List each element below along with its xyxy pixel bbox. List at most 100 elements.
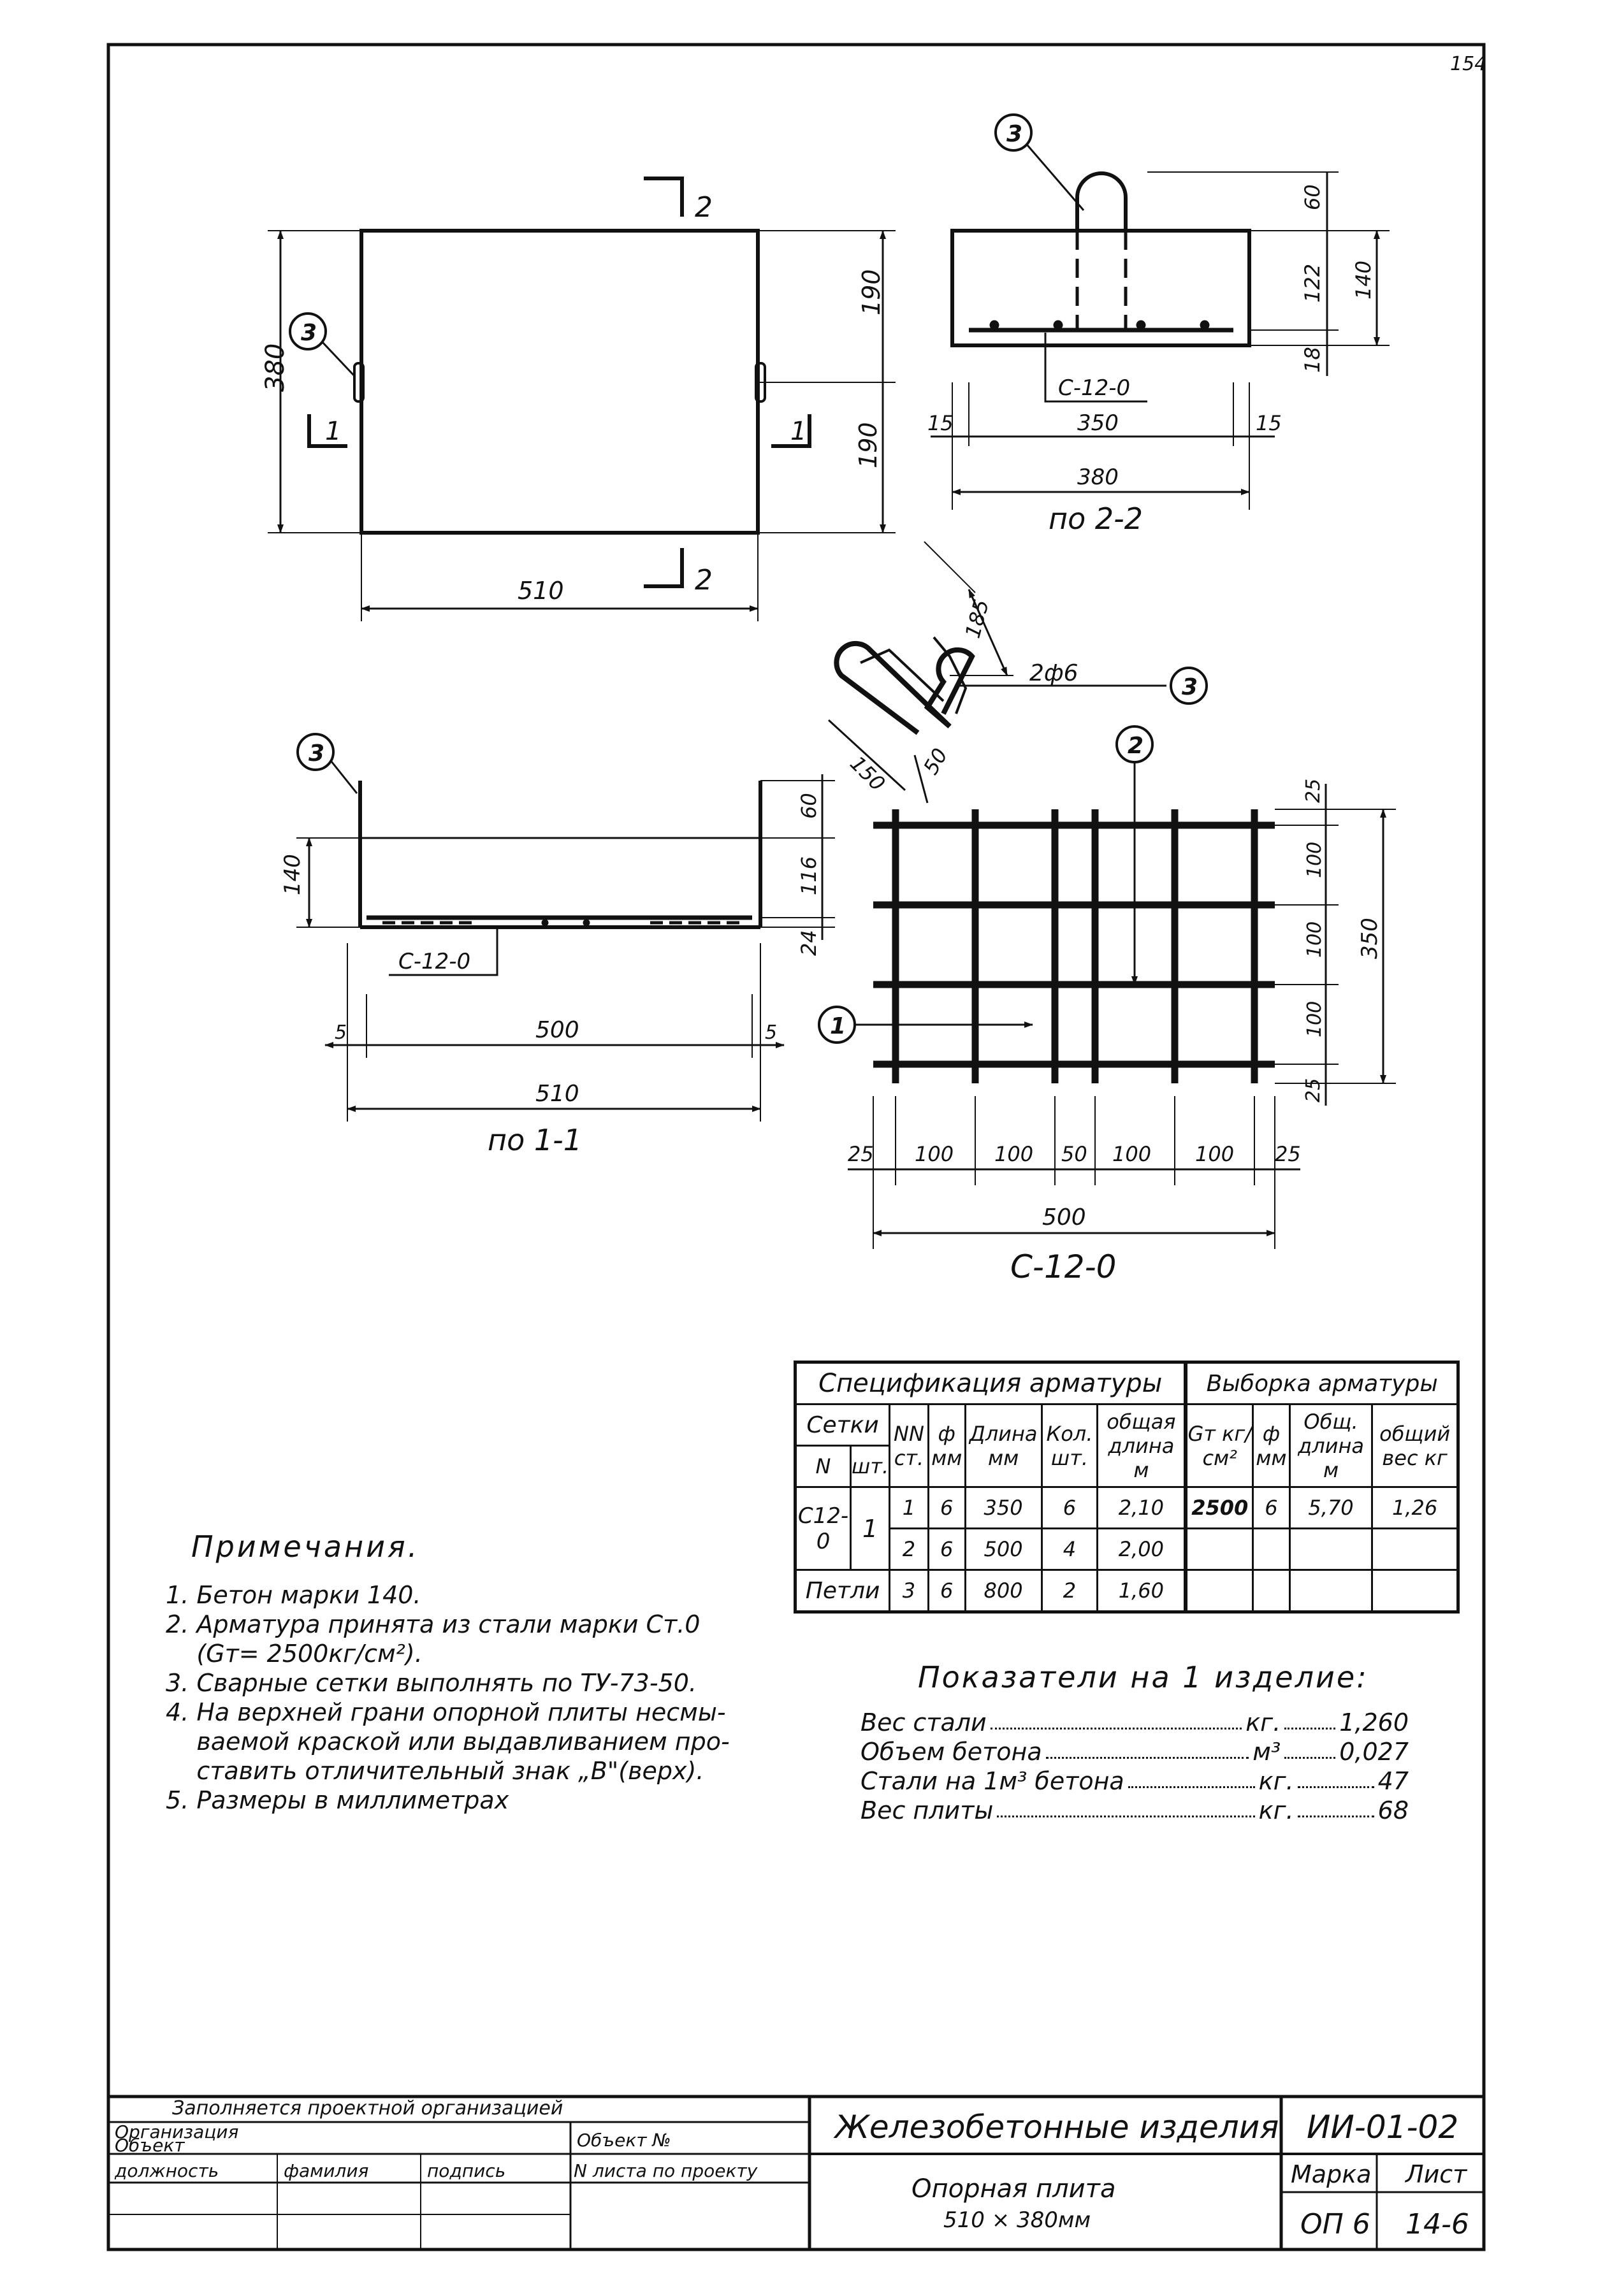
row2-len: 500 — [964, 1527, 1043, 1571]
empty-cell — [1184, 1527, 1254, 1571]
tb-series-title: Железобетонные изделия — [833, 2109, 1279, 2146]
s11-dim-140: 140 — [280, 854, 305, 895]
plan-dim-bottom-half: 190 — [854, 422, 882, 468]
h-nn: NN ст. — [889, 1403, 929, 1488]
note-2b: (Gт= 2500кг/см²). — [166, 1640, 423, 1668]
ind-value: 68 — [1377, 1796, 1409, 1824]
ind-unit: кг. — [1245, 1708, 1281, 1736]
empty-cell — [1371, 1527, 1459, 1571]
tb-signature: подпись — [427, 2160, 505, 2181]
note-4c: ставить отличительный знак „В"(верх). — [166, 1757, 704, 1785]
indicator-row: Вес стали кг. 1,260 — [860, 1708, 1409, 1737]
row1-len: 350 — [964, 1486, 1043, 1529]
h-phi2: ф мм — [1252, 1403, 1291, 1488]
mesh-qty: 1 — [850, 1486, 891, 1571]
mesh-name: С12-0 — [794, 1486, 852, 1571]
ind-label: Вес плиты — [860, 1796, 994, 1824]
s22-callout-3: 3 — [1006, 121, 1022, 147]
tb-position: должность — [114, 2160, 219, 2181]
h-sht: шт. — [850, 1445, 891, 1488]
mesh-callout-2: 2 — [1128, 733, 1143, 759]
plan-callout-3: 3 — [301, 320, 317, 346]
sample-phi: 6 — [1252, 1486, 1291, 1529]
row1-phi: 6 — [927, 1486, 966, 1529]
loop-bar-label: 2ф6 — [1029, 660, 1078, 686]
note-4: 4. На верхней грани опорной плиты несмы- — [166, 1698, 726, 1726]
mesh-dim-bottom-100b: 100 — [994, 1142, 1033, 1166]
tb-object-no: Объект № — [577, 2130, 671, 2151]
sample-sigma: 2500 — [1184, 1486, 1254, 1529]
loop-dim-50: 50 — [918, 744, 952, 779]
mesh-dim-right-25b: 25 — [1302, 1078, 1325, 1102]
indicators-title: Показатели на 1 изделие: — [918, 1660, 1369, 1694]
mesh-dim-right-100c: 100 — [1303, 1001, 1326, 1037]
mesh-dim-right-25a: 25 — [1302, 779, 1325, 803]
sheet-number: 154 — [1450, 53, 1486, 75]
ind-value: 47 — [1377, 1767, 1409, 1795]
plan-section-mark-left: 1 — [325, 417, 341, 446]
empty-cell — [1252, 1527, 1291, 1571]
row3-total: 1,60 — [1096, 1569, 1188, 1613]
loop-callout-3: 3 — [1182, 674, 1198, 700]
h-weight: общий вес кг — [1371, 1403, 1459, 1488]
ind-value: 1,260 — [1339, 1708, 1409, 1736]
s11-caption: по 1-1 — [488, 1123, 582, 1157]
sample-title: Выборка арматуры — [1184, 1361, 1460, 1405]
plan-view — [268, 177, 896, 621]
h-total: общая длина м — [1096, 1403, 1188, 1488]
notes-list: 1. Бетон марки 140. 2. Арматура принята … — [166, 1580, 730, 1815]
s11-dim-500: 500 — [535, 1017, 579, 1043]
loops-label: Петли — [794, 1569, 891, 1613]
note-5: 5. Размеры в миллиметрах — [166, 1786, 509, 1814]
tb-object: Объект — [115, 2135, 185, 2156]
row1-total: 2,10 — [1096, 1486, 1188, 1529]
note-4b: ваемой краской или выдавливанием про- — [166, 1728, 730, 1756]
tb-item-size: 510 × 380мм — [943, 2207, 1091, 2233]
s11-dim-510: 510 — [535, 1081, 579, 1107]
plan-outline — [359, 229, 760, 535]
note-1: 1. Бетон марки 140. — [166, 1581, 421, 1609]
mesh-dim-500: 500 — [1042, 1204, 1086, 1231]
mesh-dim-bottom-100c: 100 — [1112, 1142, 1151, 1166]
ind-dots — [1045, 1737, 1249, 1759]
spec-table: Спецификация арматуры Выборка арматуры С… — [794, 1361, 1460, 1614]
loop-dim-150: 150 — [845, 751, 890, 796]
h-setki: Сетки — [794, 1403, 891, 1447]
ind-unit: кг. — [1258, 1796, 1294, 1824]
sample-len: 5,70 — [1288, 1486, 1374, 1529]
empty-cell — [1371, 1569, 1459, 1613]
mesh-caption: С-12-0 — [1010, 1248, 1116, 1285]
ind-label: Вес стали — [860, 1708, 987, 1736]
tb-filled-by: Заполняется проектной организацией — [172, 2097, 563, 2119]
tb-sheet: 14-6 — [1405, 2208, 1469, 2241]
mesh-dim-350: 350 — [1357, 918, 1383, 959]
empty-cell — [1288, 1569, 1374, 1613]
row3-nn: 3 — [889, 1569, 929, 1613]
row2-phi: 6 — [927, 1527, 966, 1571]
tb-sheet-label: Лист — [1404, 2160, 1468, 2188]
section-2-2 — [931, 113, 1390, 510]
h-phi: ф мм — [927, 1403, 966, 1488]
tb-surname: фамилия — [284, 2160, 368, 2181]
row3-phi: 6 — [927, 1569, 966, 1613]
loop-detail — [827, 541, 1208, 804]
s11-mesh-label: С-12-0 — [398, 949, 470, 974]
indicators-list: Вес стали кг. 1,260 Объем бетона м³ 0,02… — [860, 1708, 1409, 1825]
plan-dim-width: 510 — [518, 577, 564, 605]
s11-dim-116: 116 — [797, 856, 821, 895]
mesh-dim-right-100b: 100 — [1303, 921, 1326, 958]
h-qty: Кол. шт. — [1040, 1403, 1099, 1488]
s11-dim-5-left: 5 — [335, 1022, 347, 1044]
empty-cell — [1184, 1569, 1254, 1613]
spec-title: Спецификация арматуры — [794, 1361, 1188, 1405]
row3-qty: 2 — [1040, 1569, 1099, 1613]
s22-dim-18: 18 — [1300, 347, 1325, 373]
tb-series-code: ИИ-01-02 — [1307, 2109, 1458, 2146]
ind-label: Стали на 1м³ бетона — [860, 1767, 1124, 1795]
s22-dim-15-left: 15 — [927, 411, 954, 435]
plan-section-mark-right: 1 — [790, 417, 806, 446]
s11-dim-5-right: 5 — [765, 1022, 777, 1044]
s22-dim-122: 122 — [1300, 264, 1325, 303]
ind-dots — [997, 1796, 1255, 1817]
